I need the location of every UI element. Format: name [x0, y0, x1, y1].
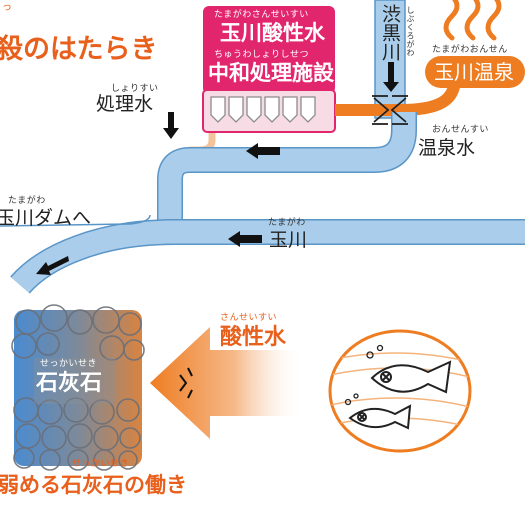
tamagawa-label: 玉川	[269, 229, 308, 251]
facility-name-line2: 中和処理施設	[208, 61, 334, 85]
fish-icon	[348, 360, 452, 430]
facility-furigana-top: たまがわさんせいすい	[214, 10, 309, 20]
treated-water-furigana: しょりすい	[111, 84, 159, 94]
hot-spring-water-furigana: おんせんすい	[432, 125, 489, 135]
limestone-label: 石灰石	[36, 371, 103, 396]
shibukuro-river-label: 渋黒川	[379, 4, 401, 61]
footer-caption: 弱める石灰石の働き	[0, 473, 187, 497]
shibukuro-river	[374, 0, 406, 119]
onsen-furigana: たまがわおんせん	[432, 45, 508, 55]
onsen-label: 玉川温泉	[434, 60, 514, 84]
limestone-furigana: せっかいせき	[40, 359, 98, 369]
to-dam-furigana: たまがわ	[8, 196, 46, 206]
onsen-pill	[425, 56, 525, 88]
main-river	[0, 112, 525, 294]
acid-water-arrow	[150, 327, 305, 439]
treated-water-label: 処理水	[96, 93, 154, 115]
merge-cross-icon	[372, 95, 408, 125]
title-top-mark: っ	[2, 2, 12, 13]
steam-icon	[443, 0, 502, 41]
page-title: 殺のはたらき	[0, 34, 158, 65]
shibukuro-river-furigana: しぶくろがわ	[406, 6, 415, 57]
limestone-rocks	[11, 304, 145, 471]
facility-furigana-bottom: ちゅうわしょりしせつ	[214, 50, 310, 60]
fish-bubble	[328, 329, 472, 453]
arrow-icon	[36, 62, 399, 275]
to-dam-label: 玉川ダムへ	[0, 207, 92, 229]
facility-building	[202, 6, 380, 133]
hot-spring-water-label: 温泉水	[418, 137, 476, 159]
acid-water-label: 酸性水	[220, 325, 287, 350]
tamagawa-furigana: たまがわ	[268, 218, 306, 228]
acid-water-furigana: さんせいすい	[220, 313, 278, 323]
facility-name-line1: 玉川酸性水	[220, 21, 325, 45]
footer-furigana: せっかいせき	[72, 459, 130, 469]
